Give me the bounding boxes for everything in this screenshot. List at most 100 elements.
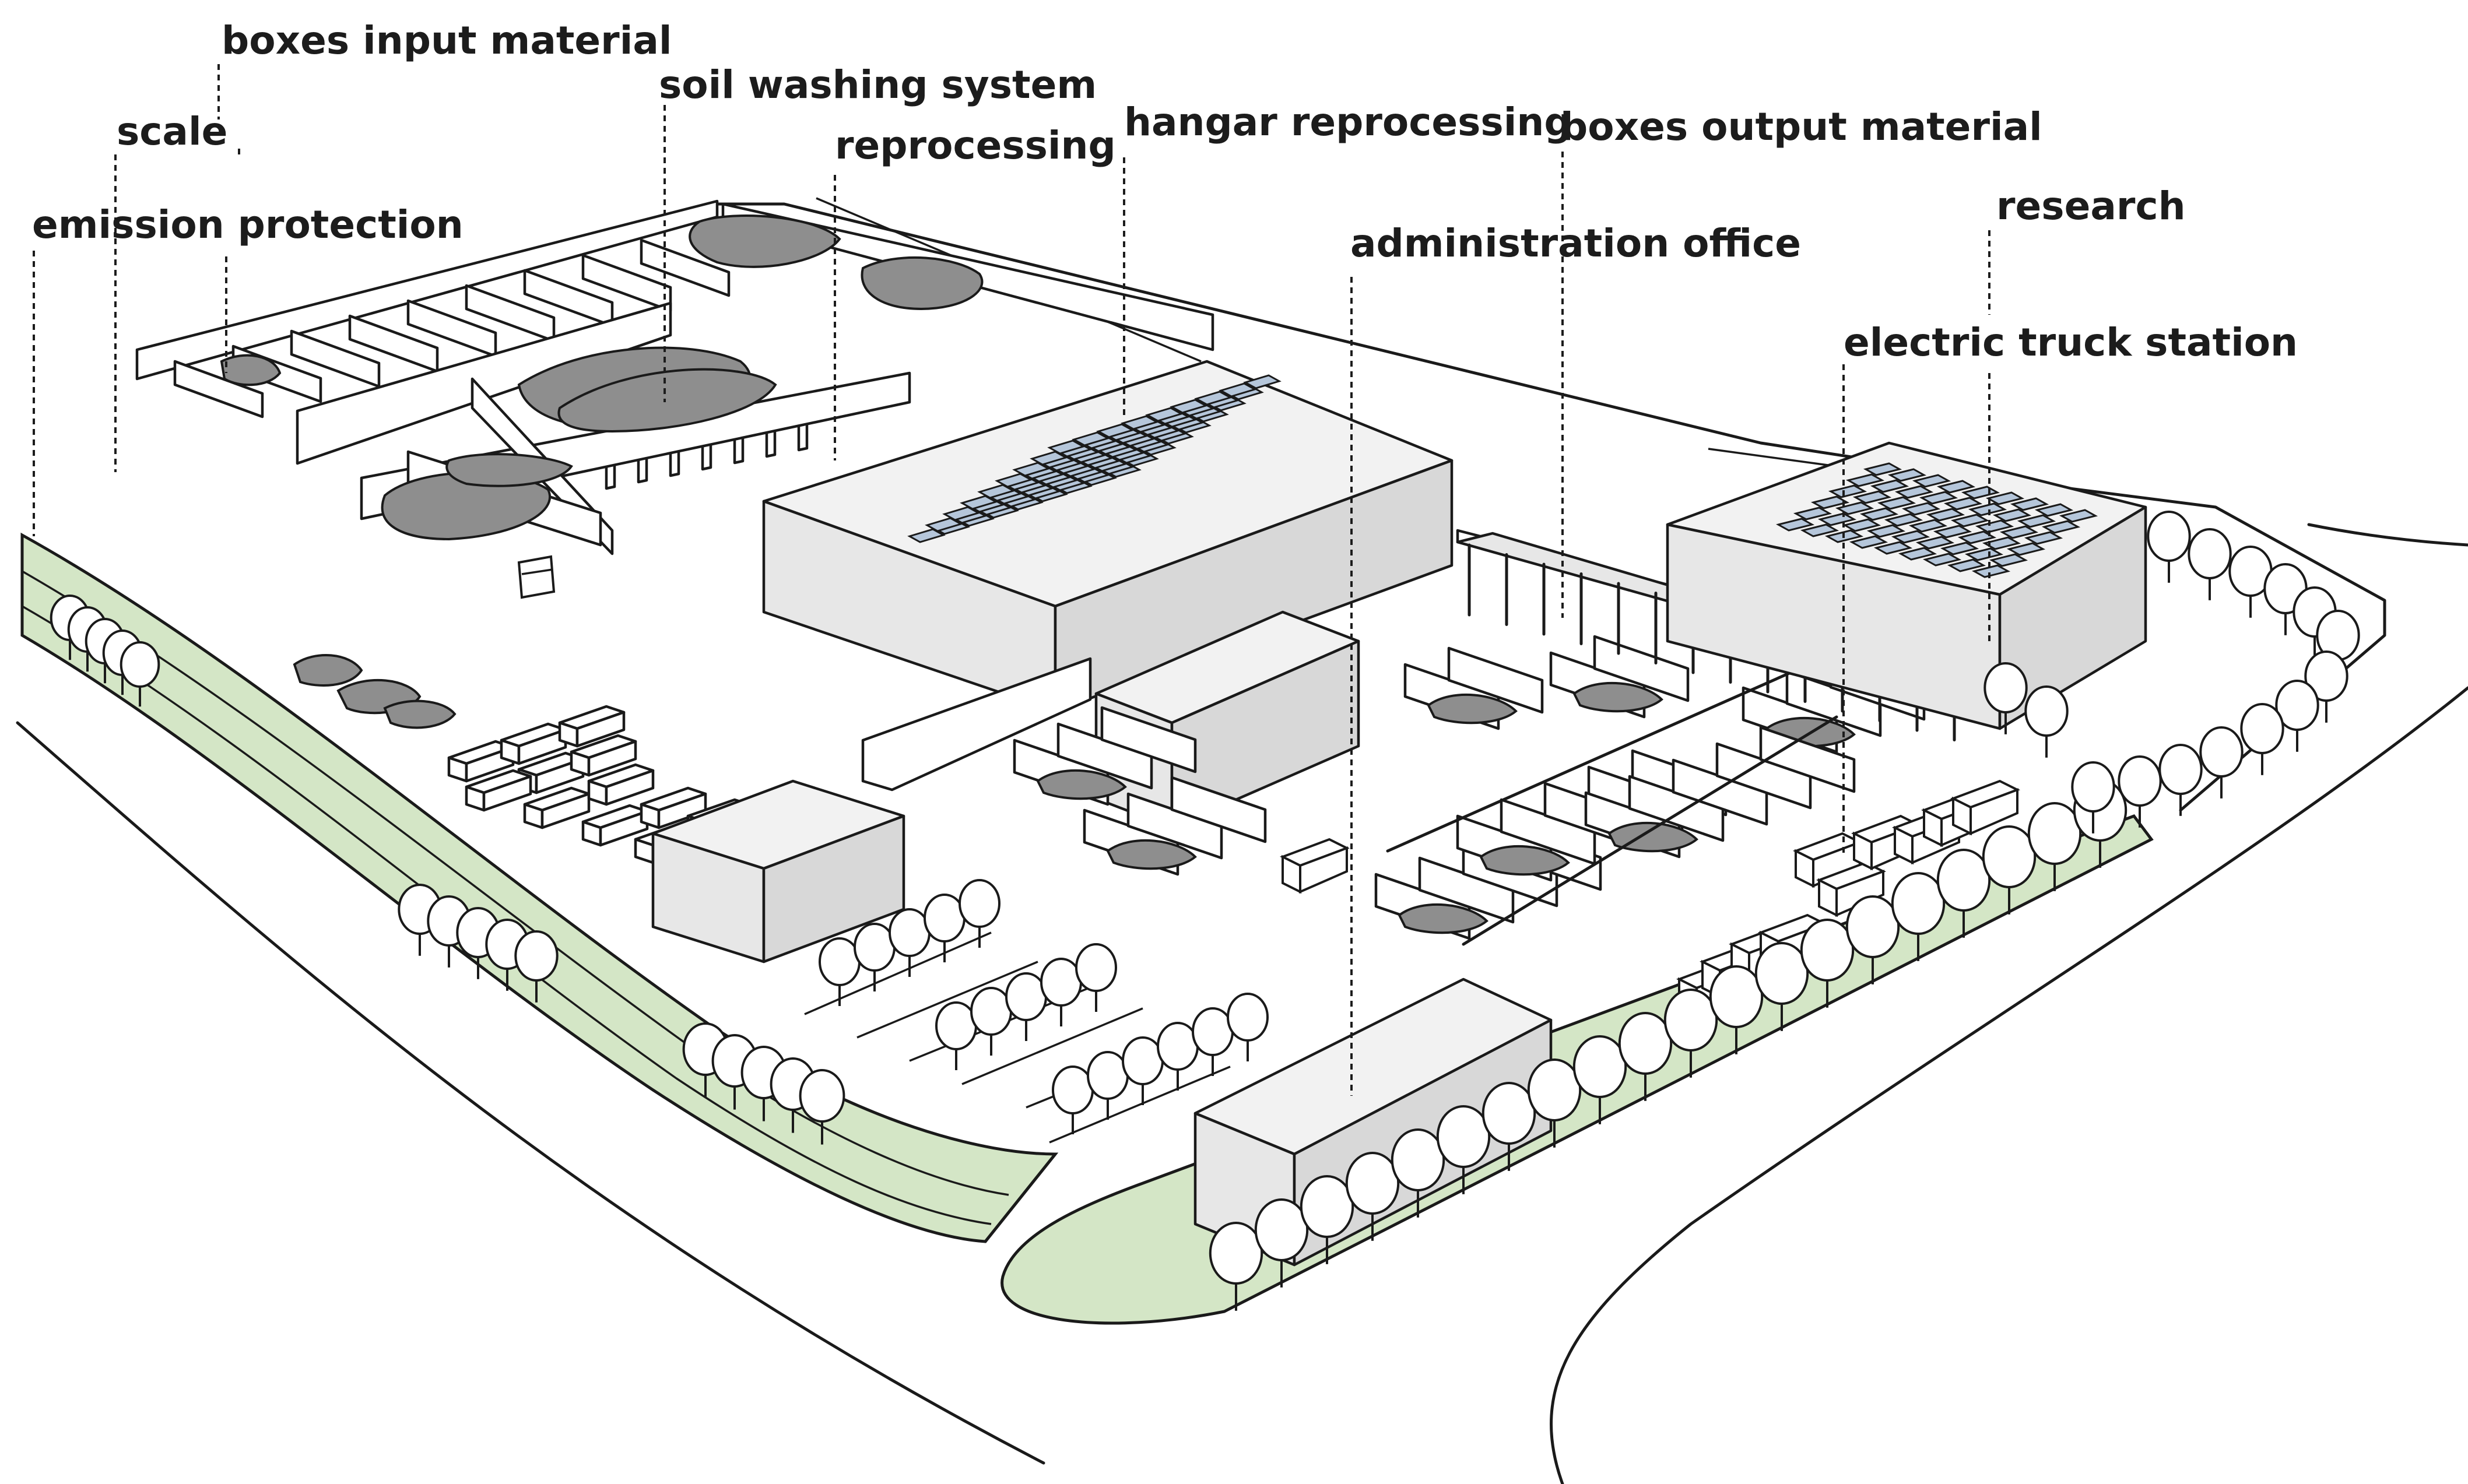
tree-crown bbox=[2158, 744, 2203, 795]
solar-panel bbox=[1985, 491, 2025, 505]
output-pile bbox=[1427, 693, 1518, 725]
solar-panel bbox=[1842, 518, 1881, 532]
output-pile bbox=[1106, 839, 1197, 870]
tree-crown bbox=[514, 930, 559, 982]
tree-crown bbox=[970, 987, 1012, 1036]
tree-crown bbox=[1481, 1082, 1536, 1145]
output-pile bbox=[1607, 821, 1698, 853]
solar-panel bbox=[1863, 462, 1902, 476]
tree-crown bbox=[1227, 993, 1269, 1042]
tree-crown bbox=[1709, 965, 1764, 1028]
solar-panel bbox=[1873, 541, 1913, 555]
solar-panel bbox=[1219, 382, 1257, 398]
solar-panel bbox=[2017, 514, 2056, 528]
tree-crown bbox=[1572, 1035, 1627, 1098]
solar-panel bbox=[1170, 399, 1208, 414]
solar-panel bbox=[1793, 507, 1832, 521]
tree-crown bbox=[1122, 1036, 1164, 1085]
solar-panel bbox=[1012, 462, 1051, 477]
electric-trucks bbox=[1280, 779, 2020, 1017]
solar-panel bbox=[1828, 484, 1867, 498]
tree-crown bbox=[120, 641, 160, 688]
solar-panel bbox=[1884, 513, 1923, 527]
tree-crown bbox=[1192, 1007, 1234, 1056]
bay-rail bbox=[1462, 715, 1838, 946]
tree-crown bbox=[1005, 972, 1047, 1021]
label-electric-truck-station: electric truck station bbox=[1844, 320, 2298, 365]
tree-crown bbox=[1254, 1198, 1309, 1261]
solar-panel bbox=[1810, 495, 1850, 509]
label-soil-washing-system: soil washing system bbox=[659, 62, 1097, 107]
tree-crown bbox=[1087, 1051, 1129, 1100]
solar-panel bbox=[1866, 524, 1906, 538]
solar-panel bbox=[1964, 547, 2004, 561]
tree-crown bbox=[959, 879, 1000, 928]
label-research: research bbox=[1996, 184, 2186, 228]
tree-crown bbox=[2071, 761, 2115, 813]
truck-body bbox=[1970, 788, 2018, 836]
material-bays bbox=[135, 199, 1214, 599]
tree-crown bbox=[2118, 755, 2162, 807]
boxes-output-material bbox=[1013, 635, 1926, 946]
solar-panel bbox=[1121, 415, 1159, 430]
tree-crown bbox=[2188, 528, 2232, 579]
tree-crown bbox=[935, 1001, 977, 1050]
research-building bbox=[1666, 441, 2147, 730]
tree-crown bbox=[1436, 1105, 1491, 1168]
leader-lines bbox=[33, 64, 1990, 1096]
solar-panel bbox=[960, 495, 998, 510]
solar-panel bbox=[1898, 547, 1937, 561]
tree-crown bbox=[1754, 942, 1809, 1005]
tree-crown bbox=[1663, 989, 1718, 1052]
solar-panel bbox=[1919, 491, 1958, 505]
solar-panel bbox=[1915, 536, 1955, 550]
solar-panel bbox=[1030, 451, 1068, 466]
input-material-piles bbox=[293, 654, 457, 729]
solar-panel bbox=[1877, 496, 1916, 510]
solar-panel bbox=[995, 473, 1033, 488]
tree-crown bbox=[1040, 958, 1082, 1007]
solar-panel bbox=[1989, 553, 2028, 567]
solar-panel bbox=[1817, 512, 1857, 526]
solar-panel bbox=[1047, 439, 1086, 455]
tree-crown bbox=[2199, 726, 2244, 778]
tree-crown bbox=[2024, 685, 2069, 737]
label-scale: scale bbox=[117, 109, 227, 154]
output-bay-wall bbox=[1759, 726, 1856, 793]
tree-crown bbox=[1052, 1065, 1094, 1114]
solar-panel bbox=[2024, 531, 2063, 545]
truck-body bbox=[1835, 870, 1884, 917]
solar-panel bbox=[1975, 519, 2014, 533]
solar-panel bbox=[1894, 485, 1934, 499]
solar-panel bbox=[1936, 480, 1976, 494]
solar-panel bbox=[1968, 502, 2007, 516]
solar-panel bbox=[1243, 374, 1282, 389]
solar-panel bbox=[907, 528, 946, 543]
solar-panel bbox=[925, 517, 963, 532]
solar-panel bbox=[2034, 503, 2074, 517]
label-reprocessing: reprocessing bbox=[835, 123, 1116, 168]
tree-crown bbox=[799, 1069, 845, 1123]
trees bbox=[50, 511, 2360, 1311]
solar-panel bbox=[1947, 558, 1986, 572]
solar-panel bbox=[2010, 497, 2049, 511]
material-box-side bbox=[482, 775, 532, 812]
tree-crown bbox=[889, 908, 931, 957]
bay-wall bbox=[640, 238, 731, 297]
output-bay-wall bbox=[1170, 776, 1267, 843]
output-pile bbox=[1572, 681, 1663, 713]
tree-crown bbox=[1983, 662, 2028, 713]
tree-crown bbox=[1527, 1059, 1582, 1121]
tree-crown bbox=[1891, 872, 1946, 935]
tree-crown bbox=[924, 894, 966, 943]
solar-panel bbox=[942, 506, 981, 521]
solar-panel bbox=[1849, 535, 1888, 549]
tree-crown bbox=[1618, 1012, 1673, 1075]
tree-crown bbox=[1800, 919, 1855, 982]
solar-panel bbox=[1145, 407, 1184, 422]
tree-crown bbox=[1936, 849, 1991, 912]
solar-panel bbox=[1800, 523, 1839, 537]
tree-crown bbox=[1845, 895, 1900, 958]
output-pile bbox=[1479, 845, 1570, 876]
